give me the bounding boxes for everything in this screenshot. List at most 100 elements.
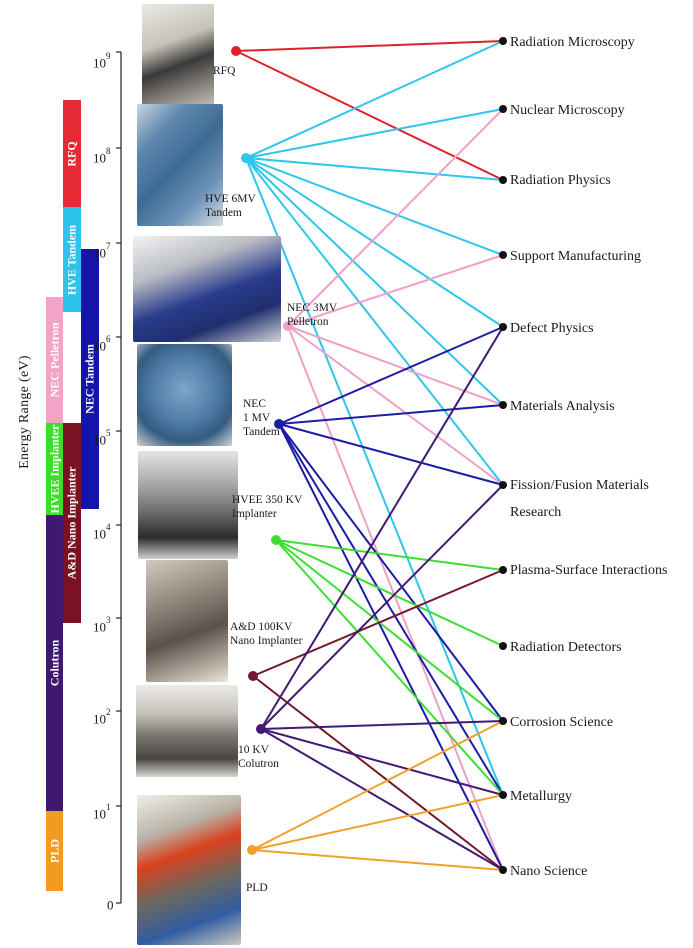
app-label-support-manufacturing: Support Manufacturing — [510, 249, 642, 264]
energy-bar-label: RFQ — [64, 140, 79, 167]
rfq-photo — [142, 4, 214, 114]
app-label-defect-physics: Defect Physics — [510, 321, 594, 336]
machine-dot — [256, 724, 266, 734]
energy-bar-ad-nano-implanter: A&D Nano Implanter — [63, 423, 81, 623]
connection-line — [235, 50, 504, 181]
energy-tick: 107 — [93, 241, 111, 261]
connection-line — [287, 325, 504, 871]
energy-bar-label: A&D Nano Implanter — [64, 466, 79, 580]
connection-line — [252, 675, 504, 871]
app-label-metallurgy: Metallurgy — [510, 789, 572, 804]
connection-line — [260, 728, 504, 871]
machine-dot — [283, 321, 293, 331]
energy-bar-nec-tandem: NEC Tandem — [81, 249, 99, 509]
connection-line — [260, 326, 504, 730]
colutron-photo — [136, 685, 238, 777]
connection-line — [245, 157, 504, 328]
connection-line — [278, 423, 504, 796]
energy-tick: 104 — [93, 522, 111, 542]
app-label-fission-fusion: Fission/Fusion Materials — [510, 478, 649, 493]
machine-dot — [231, 46, 241, 56]
connection-line — [251, 849, 504, 871]
connection-line — [287, 254, 504, 327]
application-dot — [499, 791, 507, 799]
connection-line — [278, 326, 504, 425]
connection-line — [260, 728, 504, 796]
connection-line — [275, 539, 504, 722]
energy-tick: 106 — [93, 334, 111, 354]
application-dot — [499, 642, 507, 650]
connection-line — [252, 569, 504, 677]
application-dot — [499, 481, 507, 489]
connection-line — [245, 157, 504, 256]
app-label-research: Research — [510, 505, 562, 520]
ad-nano-implanter-photo — [146, 560, 228, 682]
connection-line — [287, 325, 504, 406]
application-dot — [499, 566, 507, 574]
application-dot — [499, 105, 507, 113]
connection-line — [245, 157, 504, 796]
application-dot — [499, 717, 507, 725]
app-label-radiation-detectors: Radiation Detectors — [510, 640, 622, 655]
connection-line — [245, 157, 504, 486]
energy-bar-label: Colutron — [47, 639, 61, 687]
app-label-nano-science: Nano Science — [510, 864, 588, 879]
energy-bar-label: HVE Tandem — [64, 224, 79, 295]
app-label-plasma-surface: Plasma-Surface Interactions — [510, 563, 668, 578]
connection-line — [278, 423, 504, 871]
app-label-radiation-physics: Radiation Physics — [510, 173, 611, 188]
app-label-radiation-microscopy: Radiation Microscopy — [510, 35, 635, 50]
y-axis-label: Energy Range (eV) — [17, 355, 32, 469]
machine-label-pld: PLD — [246, 882, 268, 894]
application-dot — [499, 401, 507, 409]
energy-bar-label: PLD — [47, 839, 61, 863]
energy-tick: 103 — [93, 615, 111, 635]
energy-tick: 101 — [93, 802, 111, 822]
application-dot — [499, 176, 507, 184]
energy-bar-label: HVEE Implanter — [47, 424, 61, 514]
connection-line — [260, 484, 504, 730]
connection-line — [275, 539, 504, 796]
energy-bar-colutron: Colutron — [46, 515, 63, 811]
connection-line — [251, 720, 504, 851]
connection-line — [287, 325, 504, 486]
nec-tandem-photo — [137, 344, 232, 446]
connection-line — [275, 539, 504, 571]
pld-photo — [137, 795, 241, 945]
energy-tick: 108 — [93, 146, 111, 166]
machine-dot — [274, 419, 284, 429]
machine-dot — [241, 153, 251, 163]
application-dot — [499, 37, 507, 45]
energy-tick: 109 — [93, 51, 111, 71]
connection-line — [245, 157, 504, 181]
application-dot — [499, 251, 507, 259]
connection-line — [245, 108, 504, 159]
app-label-nuclear-microscopy: Nuclear Microscopy — [510, 103, 625, 118]
energy-bar-nec-pelletron: NEC Pelletron — [46, 297, 63, 423]
energy-bar-label: NEC Pelletron — [47, 322, 61, 398]
hve-tandem-photo — [137, 104, 223, 226]
app-label-materials-analysis: Materials Analysis — [510, 399, 615, 414]
energy-bar-label: NEC Tandem — [82, 344, 97, 414]
connection-line — [235, 40, 504, 52]
connection-line — [287, 108, 504, 327]
energy-bar-rfq: RFQ — [63, 100, 81, 207]
application-dot — [499, 866, 507, 874]
connection-line — [278, 423, 504, 486]
connection-line — [275, 539, 504, 647]
machine-dot — [248, 671, 258, 681]
energy-tick: 105 — [93, 428, 111, 448]
energy-bar-hve-tandem: HVE Tandem — [63, 207, 81, 312]
connection-line — [278, 423, 504, 722]
hvee-implanter-photo — [138, 451, 238, 559]
connection-line — [260, 720, 504, 730]
machine-dot — [271, 535, 281, 545]
energy-tick: 102 — [93, 707, 111, 727]
